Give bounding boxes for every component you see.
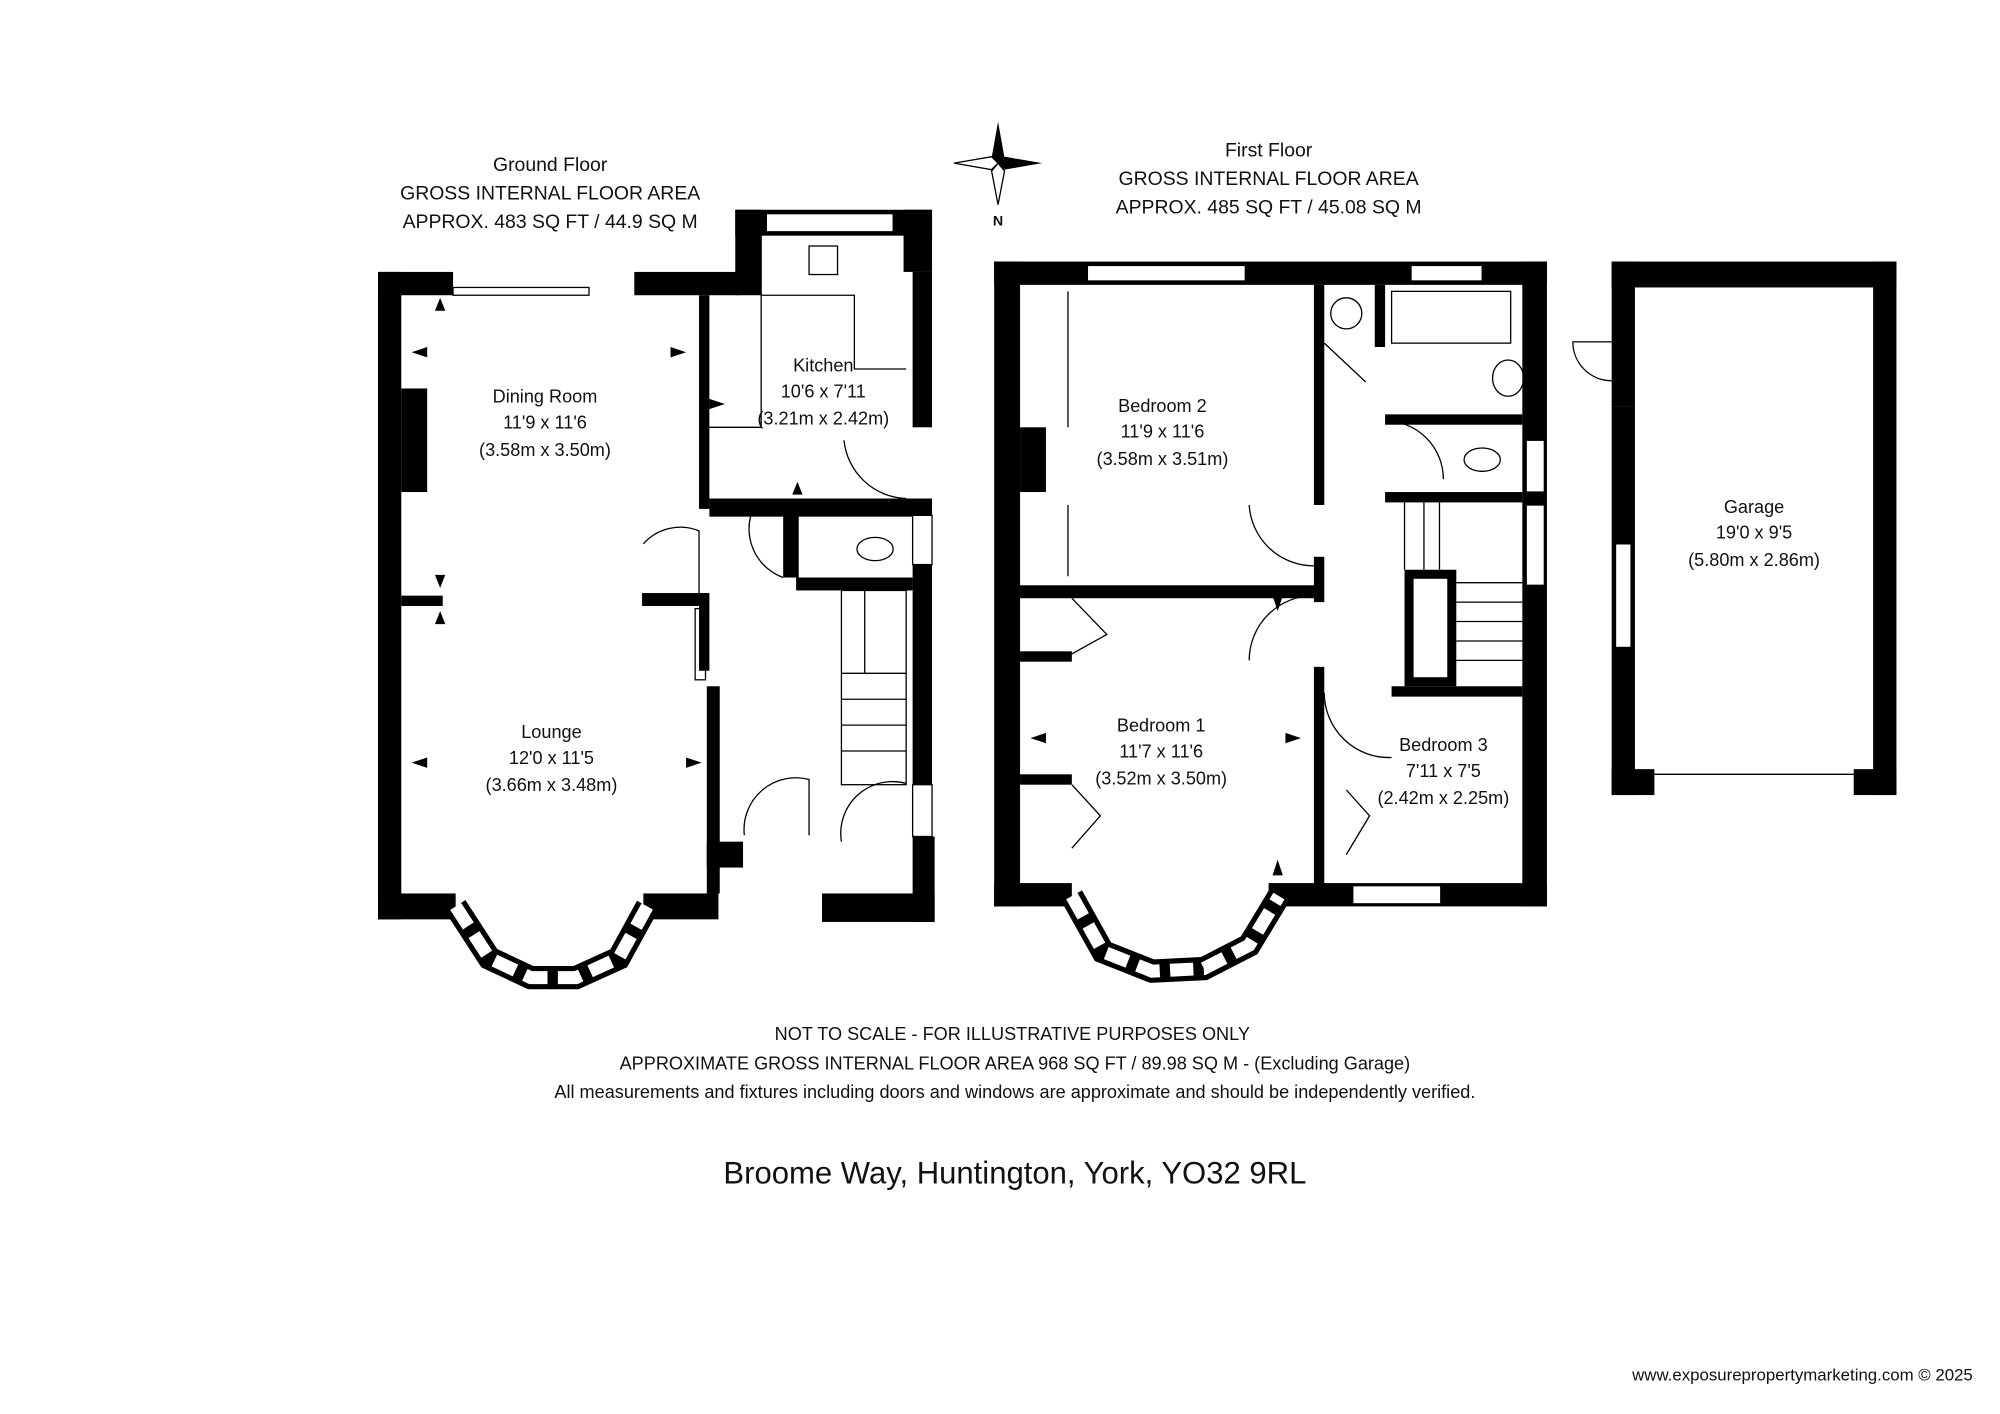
kitchen-name: Kitchen (793, 356, 853, 376)
kitchen-imperial: 10'6 x 7'11 (781, 382, 866, 402)
bedroom-3-metric: (2.42m x 2.25m) (1377, 788, 1509, 808)
credit-link: www.exposurepropertymarketing.com © 2025 (1631, 1365, 1973, 1384)
first-floor-area: APPROX. 485 SQ FT / 45.08 SQ M (1116, 197, 1422, 219)
dining-room-metric: (3.58m x 3.50m) (479, 440, 611, 460)
garage-plan: Garage 19'0 x 9'5 (5.80m x 2.86m) (1572, 261, 1897, 796)
bedroom-1-name: Bedroom 1 (1117, 716, 1206, 736)
bedroom-1-imperial: 11'7 x 11'6 (1119, 741, 1203, 761)
total-area-note: APPROXIMATE GROSS INTERNAL FLOOR AREA 96… (620, 1054, 1411, 1074)
garage-metric: (5.80m x 2.86m) (1688, 550, 1820, 570)
ground-floor-header: Ground Floor GROSS INTERNAL FLOOR AREA A… (400, 154, 700, 233)
not-to-scale-note: NOT TO SCALE - FOR ILLUSTRATIVE PURPOSES… (775, 1024, 1250, 1044)
ground-floor-area-label: GROSS INTERNAL FLOOR AREA (400, 182, 700, 204)
first-floor-plan: Bedroom 2 11'9 x 11'6 (3.58m x 3.51m) Be… (994, 261, 1547, 983)
bedroom-3-name: Bedroom 3 (1399, 735, 1488, 755)
ground-floor-title: Ground Floor (493, 154, 608, 176)
disclaimer-note: All measurements and fixtures including … (554, 1082, 1475, 1102)
compass-north-label: N (993, 213, 1003, 229)
ground-floor-area: APPROX. 483 SQ FT / 44.9 SQ M (403, 211, 698, 233)
garage-imperial: 19'0 x 9'5 (1716, 523, 1792, 543)
first-floor-area-label: GROSS INTERNAL FLOOR AREA (1119, 168, 1419, 190)
dining-room-name: Dining Room (493, 387, 598, 407)
kitchen-metric: (3.21m x 2.42m) (757, 409, 889, 429)
ground-floor-plan: Dining Room 11'9 x 11'6 (3.58m x 3.50m) … (377, 209, 935, 990)
bedroom-1-metric: (3.52m x 3.50m) (1095, 769, 1227, 789)
lounge-metric: (3.66m x 3.48m) (486, 775, 618, 795)
property-address: Broome Way, Huntington, York, YO32 9RL (723, 1156, 1306, 1191)
dining-room-imperial: 11'9 x 11'6 (503, 413, 587, 433)
lounge-name: Lounge (521, 722, 581, 742)
compass-icon: N (953, 121, 1043, 229)
first-floor-title: First Floor (1225, 140, 1313, 162)
garage-name: Garage (1724, 497, 1784, 517)
bedroom-2-imperial: 11'9 x 11'6 (1121, 422, 1205, 442)
bedroom-2-metric: (3.58m x 3.51m) (1097, 449, 1229, 469)
bedroom-2-name: Bedroom 2 (1118, 396, 1207, 416)
lounge-imperial: 12'0 x 11'5 (509, 748, 594, 768)
first-floor-header: First Floor GROSS INTERNAL FLOOR AREA AP… (1116, 140, 1422, 219)
bedroom-3-imperial: 7'11 x 7'5 (1406, 761, 1481, 781)
